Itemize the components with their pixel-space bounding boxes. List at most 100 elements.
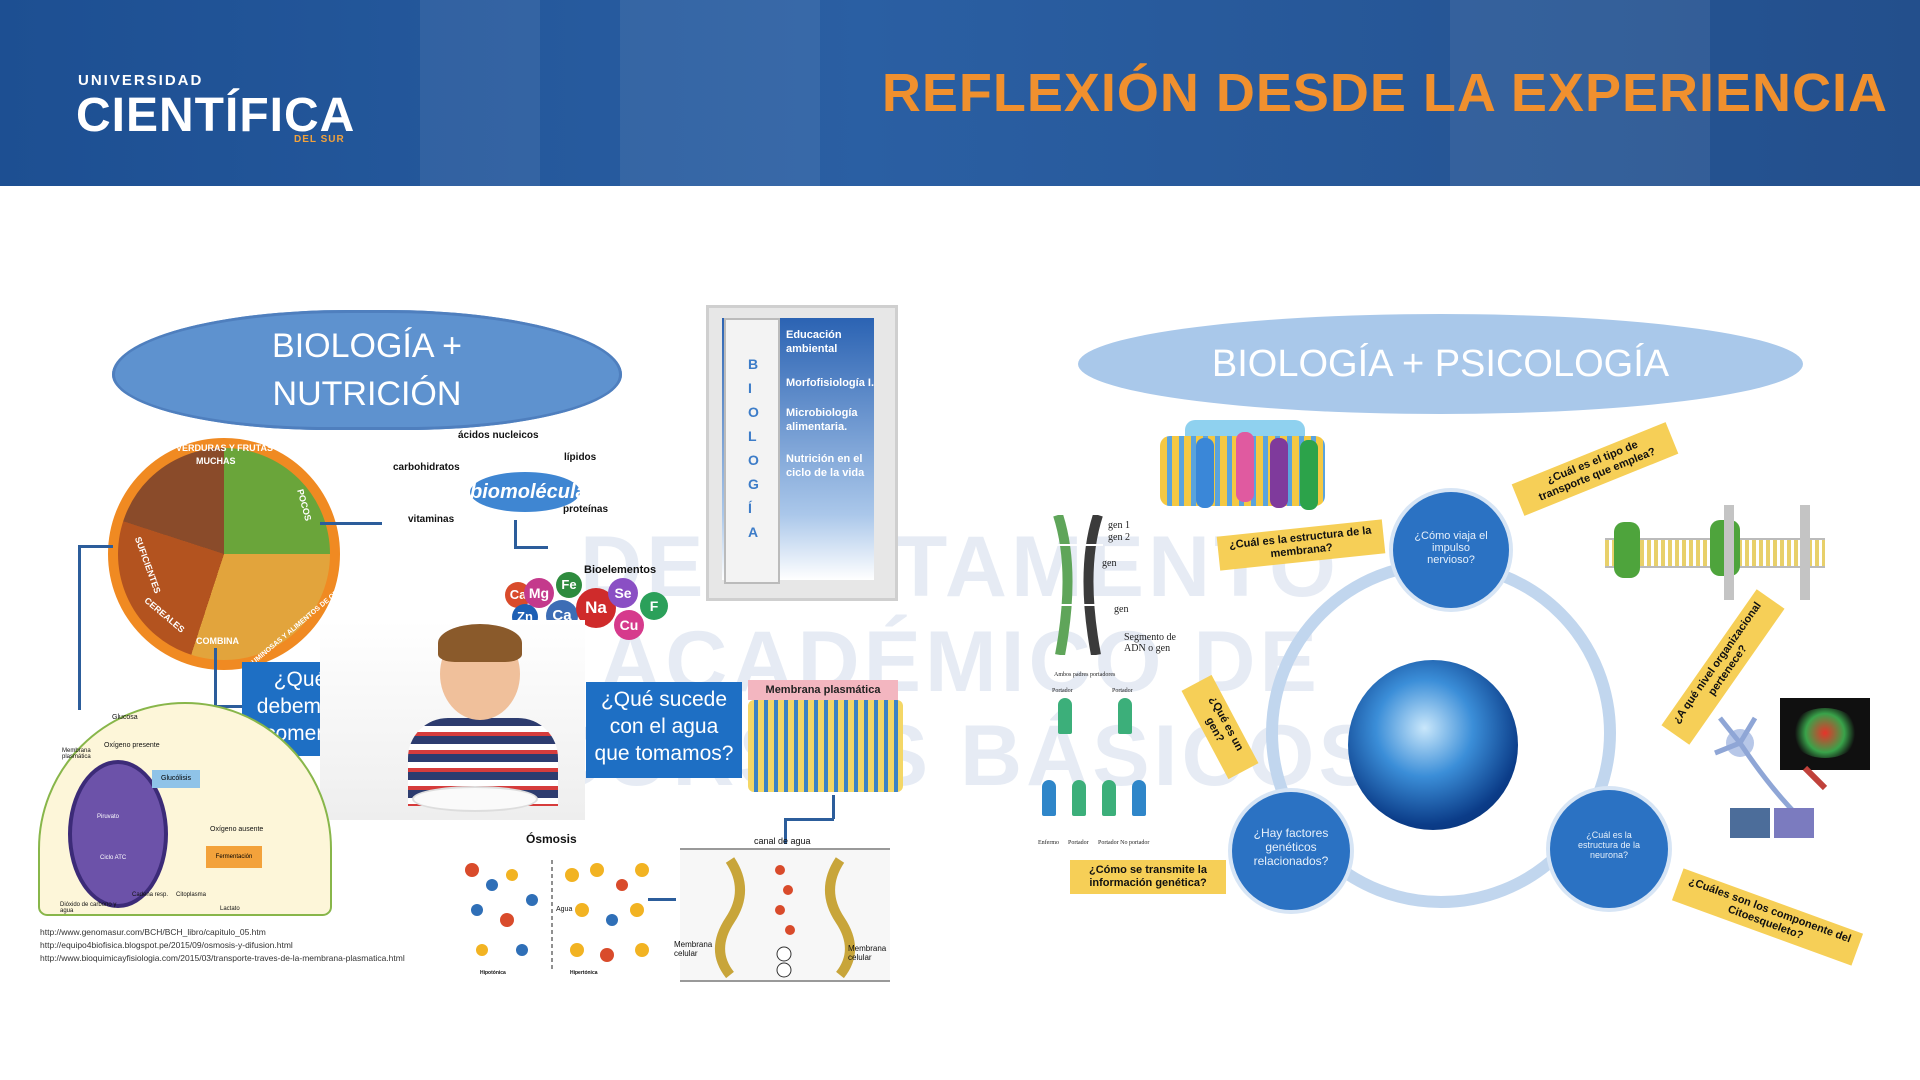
door-letter: O — [748, 452, 759, 468]
label-bioelements: Bioelementos — [584, 564, 657, 576]
water-channel-diagram — [680, 848, 890, 982]
door-leaf — [724, 318, 780, 584]
connector-line — [214, 705, 244, 708]
door-letter: L — [748, 428, 757, 444]
door-letter: Í — [748, 500, 752, 516]
neuron-illustration — [1710, 708, 1830, 858]
connector-line — [514, 546, 548, 549]
plate-label-bottom: COMBINA — [196, 636, 239, 646]
pedigree-person — [1072, 780, 1086, 816]
connector-line — [784, 818, 787, 844]
door-item-morphophysiology: Morfofisiología I. — [786, 377, 874, 389]
cell-label-glucose: Glucosa — [112, 714, 138, 721]
bubble-neuron-structure: ¿Cuál es la estructura de la neurona? — [1550, 790, 1668, 908]
question-water: ¿Qué sucede con el agua que tomamos? — [586, 682, 742, 778]
membrane-protein — [1300, 440, 1318, 510]
mitochondria-shape — [68, 760, 168, 908]
cell-label-membrane: Membrana plasmática — [62, 748, 91, 760]
osmosis-hypertonic: Hipertónica — [570, 970, 598, 976]
plate-label-top2: MUCHAS — [196, 456, 236, 466]
cloud-left-line-2: NUTRICIÓN — [272, 375, 462, 413]
membrane-protein — [1236, 432, 1254, 502]
question-line: con el agua — [609, 715, 719, 738]
cell-label-fermentation: Fermentación — [206, 846, 262, 868]
cell-label-lactate: Lactato — [220, 906, 240, 912]
neuron-svg — [1714, 716, 1828, 838]
pedigree-title: Ambos padres portadores — [1054, 672, 1116, 678]
food-plate — [412, 786, 538, 812]
question-line: ¿Qué — [273, 668, 327, 691]
door-letter: B — [748, 356, 759, 372]
label-lipids: lípidos — [564, 452, 597, 463]
connector-line — [784, 818, 834, 821]
bubble-genetic-factors: ¿Hay factores genéticos relacionados? — [1232, 792, 1350, 910]
door-letter: O — [748, 404, 759, 420]
connector-line — [648, 898, 676, 901]
osmosis-hypotonic: Hipotónica — [480, 970, 506, 976]
element-ball: Mg — [524, 578, 554, 608]
logo-university: UNIVERSIDAD — [78, 72, 204, 89]
osmosis-svg — [465, 860, 649, 970]
chromosome-label-gen1: gen 1 — [1108, 520, 1130, 531]
connector-line — [320, 522, 382, 525]
door-item-nutrition: Nutrición en el ciclo de la vida — [786, 453, 865, 479]
cloud-biology-psychology: BIOLOGÍA + PSICOLOGÍA — [1078, 314, 1803, 414]
chromosome-label-gen2: gen 2 — [1108, 532, 1130, 543]
membrane-title: Membrana plasmática — [748, 680, 898, 700]
chromosome-illustration — [1048, 513, 1108, 656]
pedigree-sick: Enfermo — [1038, 840, 1059, 846]
element-ball: Fe — [556, 572, 582, 598]
connector-line — [78, 545, 81, 710]
door-item-microbiology: Microbiología alimentaria. — [786, 407, 858, 433]
logo-cientifica: CIENTÍFICA — [76, 89, 356, 142]
chromosome-label-gen3: gen — [1102, 558, 1117, 569]
cell-label-o2-absent: Oxígeno ausente — [210, 826, 264, 833]
question-line: que tomamos? — [594, 742, 734, 765]
connector-line — [514, 520, 517, 548]
pedigree-person — [1118, 698, 1132, 734]
boy-hair — [438, 624, 522, 662]
osmosis-diagram — [452, 840, 662, 980]
channel-membrane-right: Membrana celular — [848, 944, 887, 962]
cloud-biology-nutrition: BIOLOGÍA + NUTRICIÓN — [112, 310, 622, 430]
page-title: REFLEXIÓN DESDE LA EXPERIENCIA — [881, 63, 1888, 123]
label-vitamins: vitaminas — [408, 514, 455, 525]
pedigree-non-carrier: Portador No portador — [1098, 840, 1150, 846]
building-shape — [1450, 0, 1710, 186]
building-shape — [420, 0, 540, 186]
building-shape — [620, 0, 820, 186]
pedigree-carrier-3: Portador — [1068, 840, 1089, 846]
cell-label-glycolysis: Glucólisis — [152, 770, 200, 788]
reference-link: http://www.bioquimicayfisiologia.com/201… — [40, 953, 405, 963]
pedigree-carrier-2: Portador — [1112, 688, 1133, 694]
plate-label-top: VERDURAS Y FRUTAS — [176, 443, 274, 453]
connector-line — [214, 648, 217, 706]
bubble-nerve-impulse: ¿Cómo viaja el impulso nervioso? — [1393, 492, 1509, 608]
transport-protein — [1614, 522, 1640, 578]
connector-line — [832, 795, 835, 819]
brain-head-image — [1348, 660, 1518, 830]
pedigree-person — [1132, 780, 1146, 816]
chromosome-label-gen4: gen — [1114, 604, 1129, 615]
neuron-glow — [1790, 708, 1860, 758]
chromosome-svg — [1053, 513, 1103, 656]
label-nucleic-acids: ácidos nucleicos — [458, 430, 539, 441]
arrow-transport-type: ¿Cuál es el tipo de transporte que emple… — [1511, 422, 1679, 516]
door-letter: I — [748, 380, 752, 396]
membrane-protein — [1270, 438, 1288, 508]
arrow-cytoskeleton: ¿Cuáles son los componente del Citoesque… — [1671, 868, 1864, 966]
reference-link: http://equipo4biofisica.blogspot.pe/2015… — [40, 940, 293, 950]
cell-label-co2: Dióxido de carbono y agua — [60, 902, 117, 914]
channel-membrane-left: Membrana celular — [674, 940, 713, 958]
connector-line — [78, 545, 113, 548]
chromosome-label-segment: Segmento de ADN o gen — [1124, 632, 1176, 654]
cell-label-pyruvate: Piruvato — [97, 814, 120, 820]
osmosis-title: Ósmosis — [526, 832, 577, 846]
arrow-genetic-info: ¿Cómo se transmite la información genéti… — [1070, 860, 1226, 894]
cell-label-chain: Cadena resp. — [132, 892, 169, 898]
element-ball: Se — [608, 578, 638, 608]
door-letter: A — [748, 524, 759, 540]
water-channel-svg — [715, 857, 855, 979]
cloud-left-line-1: BIOLOGÍA + — [272, 327, 462, 365]
element-ball: Cu — [614, 610, 644, 640]
